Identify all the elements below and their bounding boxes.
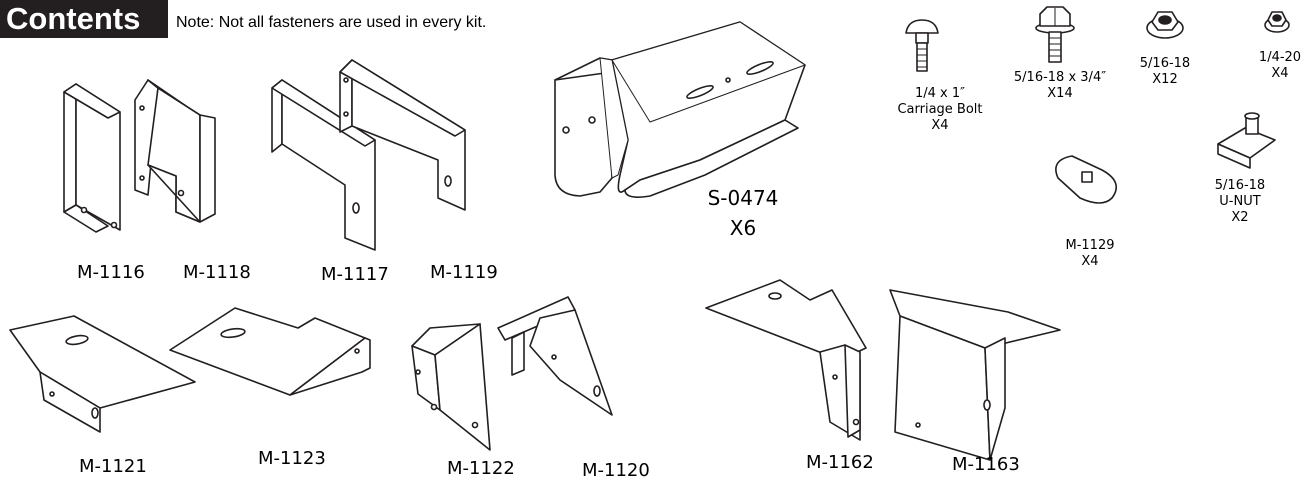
label-m1129: M-1129 X4 <box>1050 238 1130 270</box>
flange-nut-14-drawing <box>1264 11 1290 33</box>
label-m1116: M-1116 <box>77 262 145 283</box>
hex-bolt-drawing <box>1035 6 1075 63</box>
kit-note: Note: Not all fasteners are used in ever… <box>176 14 487 31</box>
label-m1122: M-1122 <box>447 458 515 479</box>
m1129-code: M-1129 <box>1065 238 1115 253</box>
bracket-m1116-drawing <box>63 83 121 233</box>
u-nut-qty: X2 <box>1231 210 1249 225</box>
bracket-m1118-drawing <box>134 79 216 223</box>
label-m1119: M-1119 <box>430 262 498 283</box>
u-nut-name: U-NUT <box>1219 194 1261 209</box>
bracket-m1123-drawing <box>169 307 371 396</box>
flange-nut-516-drawing <box>1146 11 1184 39</box>
carriage-bolt-name: Carriage Bolt <box>897 102 983 117</box>
bracket-m1119-drawing <box>339 59 466 211</box>
bracket-m1163-drawing <box>889 289 1061 461</box>
label-m1117: M-1117 <box>321 264 389 285</box>
carriage-bolt-qty: X4 <box>931 118 949 133</box>
bracket-m1121-drawing <box>9 315 196 433</box>
label-m1123: M-1123 <box>258 448 326 469</box>
label-nut-14: 1/4-20 X4 <box>1252 50 1308 82</box>
label-carriage-bolt: 1/4 x 1″ Carriage Bolt X4 <box>880 86 1000 134</box>
bracket-m1122-drawing <box>411 323 491 451</box>
s0474-code: S-0474 <box>707 186 779 210</box>
contents-title: Contents <box>0 0 168 38</box>
label-m1162: M-1162 <box>806 452 874 473</box>
nut-516-size: 5/16-18 <box>1139 56 1191 71</box>
bracket-m1117-drawing <box>271 79 376 251</box>
u-nut-size: 5/16-18 <box>1214 178 1266 193</box>
carriage-bolt-drawing <box>905 19 939 72</box>
hex-bolt-size: 5/16-18 x 3/4″ <box>1013 70 1107 85</box>
label-s0474: S-0474 X6 <box>698 183 788 243</box>
s0474-qty: X6 <box>729 216 757 240</box>
label-m1163: M-1163 <box>952 454 1020 475</box>
spacer-m1129-drawing <box>1055 155 1118 204</box>
u-nut-drawing <box>1217 112 1276 169</box>
bracket-s0474-drawing <box>554 21 806 198</box>
bracket-m1120-drawing <box>497 296 613 416</box>
nut-14-size: 1/4-20 <box>1258 50 1302 65</box>
label-hex-bolt: 5/16-18 x 3/4″ X14 <box>995 70 1125 102</box>
m1129-qty: X4 <box>1081 254 1099 269</box>
label-u-nut: 5/16-18 U-NUT X2 <box>1200 178 1280 226</box>
nut-516-qty: X12 <box>1152 72 1178 87</box>
bracket-m1162-drawing <box>705 279 867 441</box>
hex-bolt-qty: X14 <box>1047 86 1073 101</box>
label-m1120: M-1120 <box>582 460 650 481</box>
label-m1118: M-1118 <box>183 262 251 283</box>
nut-14-qty: X4 <box>1271 66 1289 81</box>
label-m1121: M-1121 <box>79 456 147 477</box>
carriage-bolt-size: 1/4 x 1″ <box>914 86 965 101</box>
label-nut-516: 5/16-18 X12 <box>1130 56 1200 88</box>
